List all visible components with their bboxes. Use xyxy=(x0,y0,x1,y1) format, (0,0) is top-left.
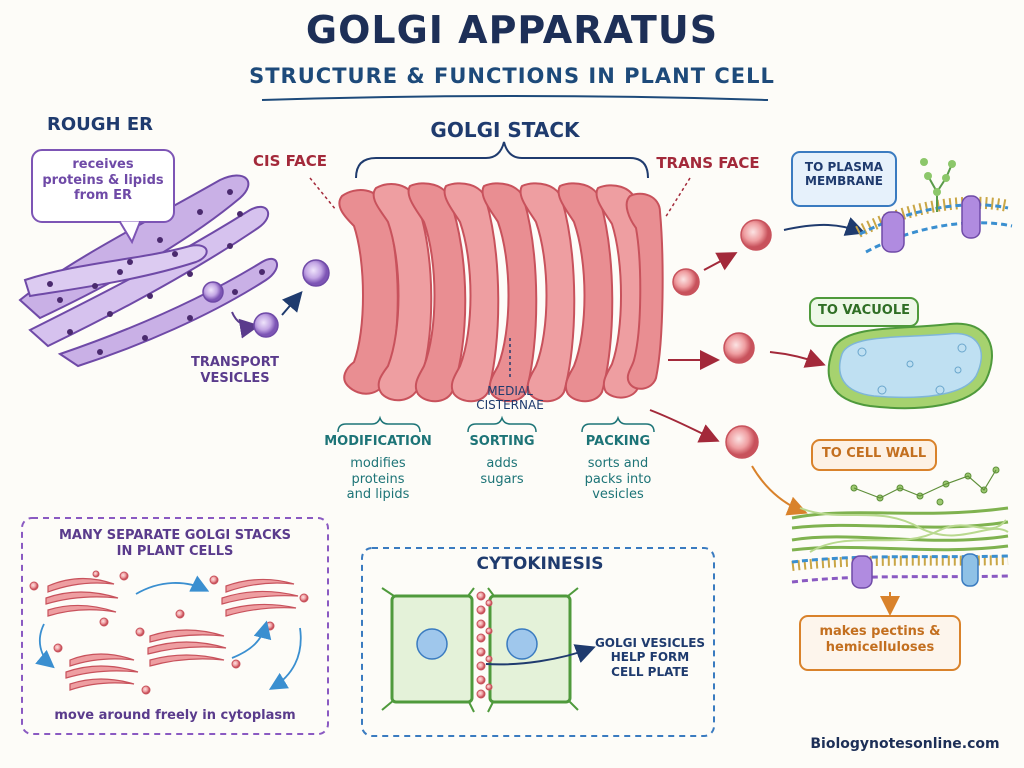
to-plasma-membrane-label: TO PLASMA MEMBRANE xyxy=(804,160,884,189)
vacuole-illustration xyxy=(809,297,993,410)
function-packing-text: sorts and packs into vesicles xyxy=(584,456,652,503)
function-packing-title: PACKING xyxy=(585,434,651,449)
transport-vesicle xyxy=(302,259,330,287)
function-sorting-text: adds sugars xyxy=(480,456,524,487)
cytokinesis-note: GOLGI VESICLES HELP FORM CELL PLATE xyxy=(594,636,706,679)
trans-face-leader xyxy=(664,177,691,219)
cytokinesis-panel xyxy=(361,547,715,737)
to-cell-wall-label: TO CELL WALL xyxy=(821,446,927,461)
subtitle-underline xyxy=(261,95,769,101)
trans-face-label: TRANS FACE xyxy=(656,154,760,172)
trans-arrow xyxy=(703,252,738,271)
sorting-brace xyxy=(467,415,537,433)
golgi-stack-brace xyxy=(355,141,649,179)
function-modification-title: MODIFICATION xyxy=(324,434,432,449)
to-membrane-arrow xyxy=(783,217,866,236)
function-sorting-title: SORTING xyxy=(469,434,535,449)
page-title: GOLGI APPARATUS xyxy=(305,8,719,52)
vesicle-arrow xyxy=(281,290,303,316)
er-bubble-text: receives proteins & lipids from ER xyxy=(42,157,164,204)
cis-face-label: CIS FACE xyxy=(252,152,327,170)
cis-face-leader xyxy=(309,177,337,211)
many-stacks-caption: move around freely in cytoplasm xyxy=(54,708,296,723)
golgi-stack-heading: GOLGI STACK xyxy=(430,118,580,142)
many-stacks-heading: MANY SEPARATE GOLGI STACKS IN PLANT CELL… xyxy=(58,528,292,559)
modification-brace xyxy=(337,415,421,433)
rough-er-heading: ROUGH ER xyxy=(46,114,154,135)
er-to-vesicle-arrow xyxy=(231,311,260,339)
golgi-vesicle xyxy=(723,332,755,364)
golgi-vesicle xyxy=(725,425,759,459)
page-subtitle: STRUCTURE & FUNCTIONS IN PLANT CELL xyxy=(249,64,775,88)
to-vacuole-label: TO VACUOLE xyxy=(818,303,910,318)
rough-er-illustration xyxy=(18,174,278,368)
to-vacuole-arrow xyxy=(769,349,826,368)
function-modification-text: modifies proteins and lipids xyxy=(346,456,410,503)
golgi-vesicle xyxy=(740,219,772,251)
to-cellwall-vesicle-arrow xyxy=(649,409,720,443)
cell-wall-illustration xyxy=(791,439,1009,671)
golgi-vesicle xyxy=(672,268,700,296)
packing-brace xyxy=(581,415,655,433)
many-stacks-panel xyxy=(21,517,329,735)
cell-wall-note: makes pectins & hemicelluloses xyxy=(819,624,941,655)
medial-cisternae-label: MEDIAL CISTERNAE xyxy=(476,384,544,413)
transport-vesicles-label: TRANSPORT VESICLES xyxy=(190,355,280,386)
cytokinesis-heading: CYTOKINESIS xyxy=(476,554,604,574)
transport-vesicle xyxy=(253,312,279,338)
plasma-membrane-illustration xyxy=(791,151,1013,254)
golgi-stack xyxy=(338,182,664,403)
to-cellwall-arrow xyxy=(751,465,808,516)
er-speech-bubble xyxy=(31,149,175,245)
credit-text: Biologynotesonline.com xyxy=(810,736,1000,752)
